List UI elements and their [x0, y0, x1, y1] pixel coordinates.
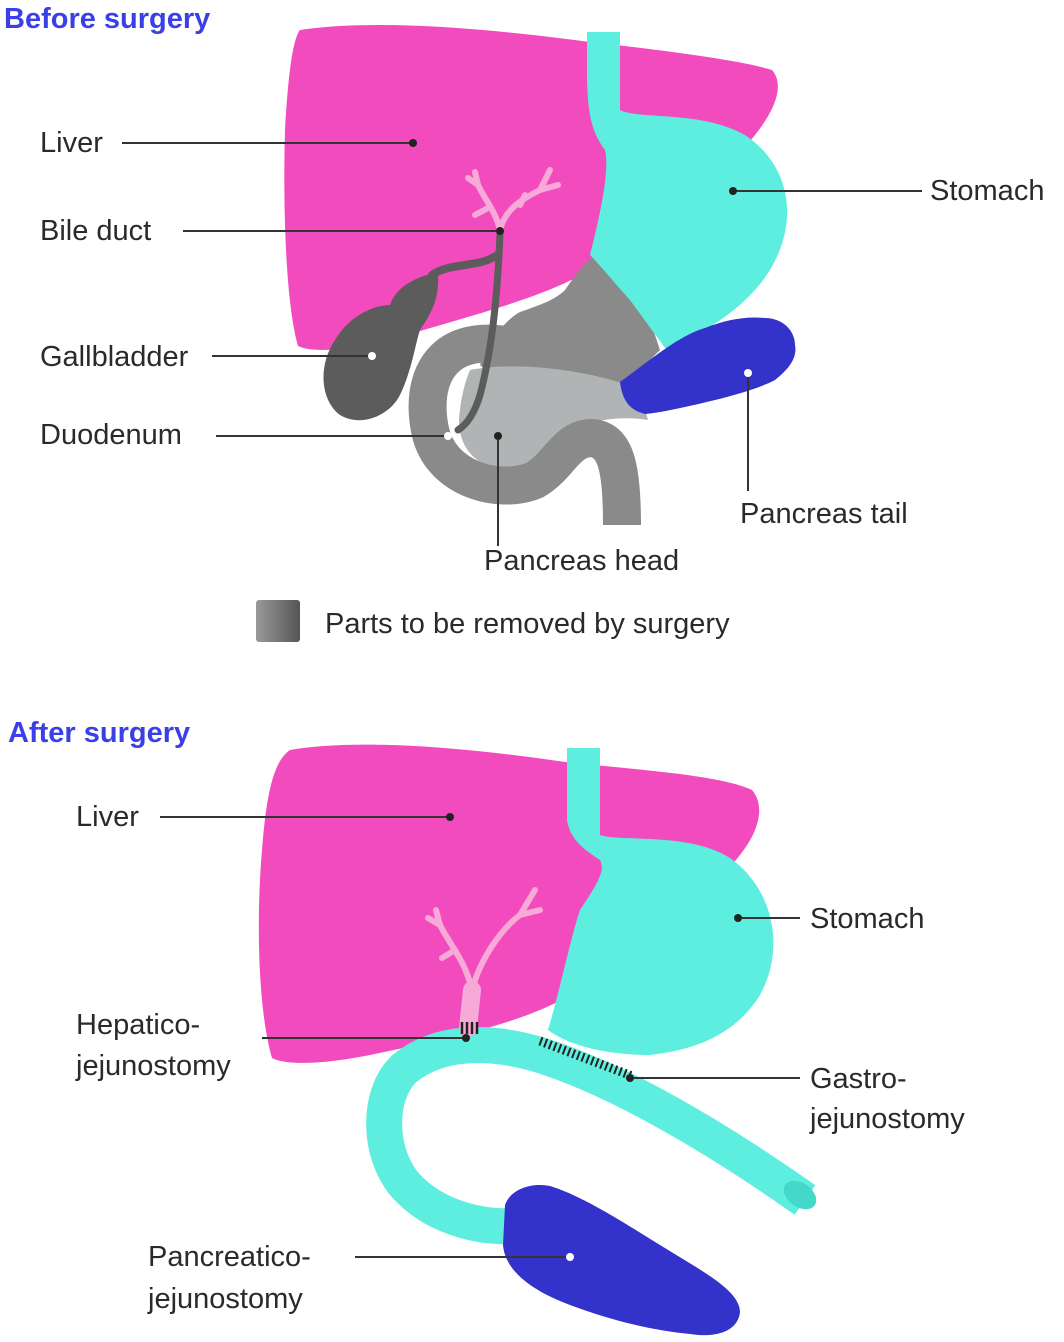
before-label-bile-duct: Bile duct — [40, 215, 151, 247]
before-label-duodenum: Duodenum — [40, 419, 182, 451]
before-pancreas-tail-shape — [620, 317, 796, 414]
before-bile-duct-shape — [454, 228, 504, 434]
before-section: Before surgery — [4, 3, 1044, 642]
before-bile-tree — [465, 167, 561, 233]
before-label-gallbladder: Gallbladder — [40, 341, 189, 373]
after-title: After surgery — [8, 717, 190, 749]
before-label-liver: Liver — [40, 127, 103, 159]
before-liver-shape — [284, 25, 778, 350]
legend-label: Parts to be removed by surgery — [325, 608, 730, 640]
before-label-stomach: Stomach — [930, 175, 1044, 207]
after-label-hepatico-line2: jejunostomy — [75, 1050, 231, 1082]
before-title: Before surgery — [4, 3, 210, 35]
after-label-liver: Liver — [76, 801, 139, 833]
after-stomach-shape — [548, 748, 774, 1055]
before-pancreas-dark — [480, 255, 660, 390]
before-stomach-shape — [587, 32, 788, 352]
legend-swatch — [256, 600, 300, 642]
after-label-gastro-line1: Gastro- — [810, 1063, 907, 1095]
after-label-pancreatico-line1: Pancreatico- — [148, 1241, 311, 1273]
after-label-stomach: Stomach — [810, 903, 924, 935]
after-gastro-stitches — [538, 1036, 634, 1081]
before-gallbladder-shape — [323, 272, 439, 421]
before-cystic-duct — [428, 251, 501, 279]
before-duodenum-shape — [408, 324, 641, 526]
before-label-pancreas-tail: Pancreas tail — [740, 498, 908, 530]
after-pancreas-shape — [503, 1184, 740, 1336]
after-section: After surgery — [8, 717, 965, 1336]
after-label-gastro-line2: jejunostomy — [809, 1103, 965, 1135]
after-label-hepatico-line1: Hepatico- — [76, 1009, 200, 1041]
after-jejunum-shape — [366, 1027, 816, 1245]
after-hepatico-stitches — [460, 1022, 479, 1034]
before-pancreas-light — [459, 366, 648, 469]
after-label-pancreatico-line2: jejunostomy — [147, 1283, 303, 1315]
after-liver-shape — [258, 744, 760, 1063]
after-leaders — [160, 813, 800, 1261]
after-jejunum-end — [783, 1180, 817, 1210]
after-bile-tree — [425, 887, 543, 1037]
before-leaders — [122, 139, 922, 546]
before-label-pancreas-head: Pancreas head — [484, 545, 679, 577]
